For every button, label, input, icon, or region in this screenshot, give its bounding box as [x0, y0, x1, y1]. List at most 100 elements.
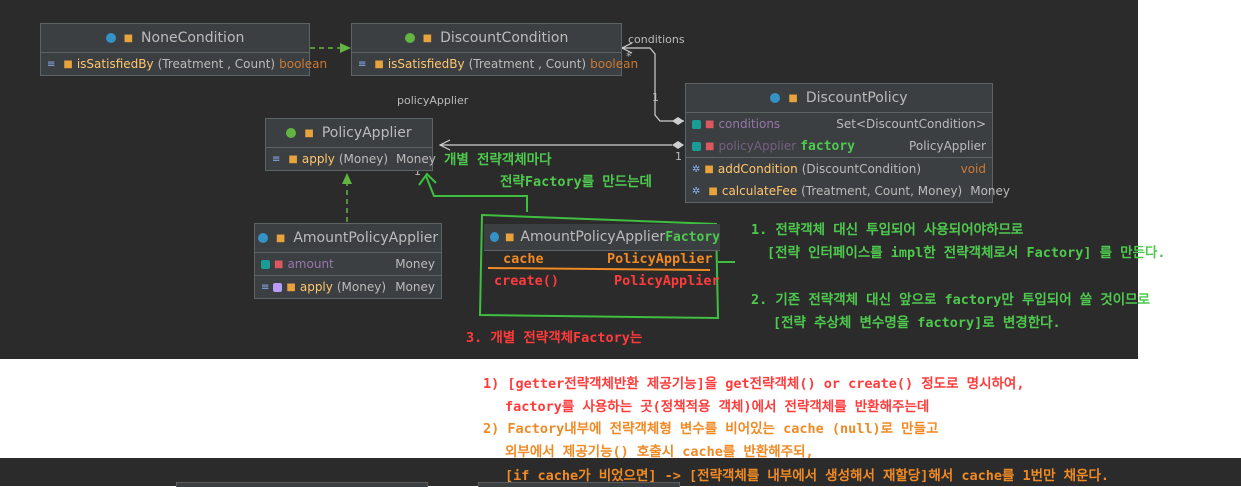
method-name: apply — [299, 280, 333, 294]
class-title: AmountPolicyApplier — [520, 229, 666, 245]
note-green-1: 개별 전략객체마다 — [444, 152, 552, 168]
multiplicity-star: * — [626, 50, 632, 63]
unlock-icon: ■ — [286, 281, 296, 293]
lock-icon: ■ — [504, 231, 515, 243]
note-green-4: [전략 인터페이스를 impl한 전략객체로서 Factory] 를 만든다. — [767, 245, 1166, 261]
method-row[interactable]: ≡ ■ isSatisfiedBy(Treatment , Count) bool… — [41, 53, 327, 75]
factory-suffix: Factory — [665, 229, 720, 245]
private-lock-icon: ■ — [705, 118, 715, 130]
method-row[interactable]: ≡ ■ apply(Money) Money — [255, 275, 441, 298]
method-params: (DiscountCondition) — [801, 162, 922, 176]
abstract-icon: ≡ — [358, 58, 367, 70]
class-icon — [105, 33, 116, 43]
note-orange-2: 외부에서 제공기능() 호출시 cache를 반환해주되, — [505, 444, 814, 460]
factory-method-type: PolicyApplier — [614, 273, 720, 289]
class-title: NoneCondition — [141, 30, 245, 46]
field-row[interactable]: ■ amount Money — [255, 253, 441, 275]
method-name: calculateFee — [721, 184, 798, 198]
method-params: (Treatment, Count, Money) — [801, 184, 963, 198]
note-orange-3: [if cache가 비었으면] -> [전략객체를 내부에서 생성해서 재할당… — [505, 468, 1110, 484]
none-condition-class[interactable]: ■ NoneCondition ≡ ■ isSatisfiedBy(Treatmen… — [40, 23, 327, 76]
field-name: policyApplier — [718, 139, 797, 153]
field-row[interactable]: ■ conditions Set<DiscountCondition> — [686, 113, 992, 135]
method-params: (Treatment , Count) — [157, 57, 276, 71]
amount-policy-applier-class[interactable]: ■ AmountPolicyApplier ■ amount Money ≡ ■ a… — [254, 223, 442, 299]
lock-icon: ■ — [422, 32, 433, 44]
class-title: DiscountPolicy — [805, 90, 908, 106]
method-type: boolean — [279, 57, 328, 71]
conditions-edge-label: conditions — [628, 33, 685, 46]
factory-field-type: PolicyApplier — [607, 251, 713, 267]
class-title: PolicyApplier — [321, 125, 412, 141]
method-name: isSatisfiedBy — [387, 57, 465, 71]
field-name: amount — [287, 257, 334, 271]
lock-icon: ■ — [123, 32, 134, 44]
note-red-2: factory를 사용하는 곳(정책적용 객체)에서 전략객체를 반환해주는데 — [505, 399, 930, 415]
field-type: Set<DiscountCondition> — [836, 117, 986, 131]
discount-policy-class[interactable]: ■ DiscountPolicy ■ conditions Set<Discoun… — [685, 83, 1010, 203]
method-params: (Treatment , Count) — [468, 57, 587, 71]
handwritten-factory: factory — [800, 138, 856, 154]
field-icon — [692, 119, 701, 129]
unlock-icon: ■ — [63, 58, 73, 70]
note-green-3: 1. 전략객체 대신 투입되어 사용되어야하므로 — [751, 222, 1024, 238]
factory-method-name: create() — [494, 273, 560, 289]
unlock-icon: ■ — [708, 185, 718, 197]
method-icon — [273, 282, 283, 292]
abstract-icon: ≡ — [272, 153, 281, 165]
field-type: Money — [395, 257, 435, 271]
class-icon — [257, 233, 268, 243]
method-type: Money — [396, 152, 436, 166]
unlock-icon: ■ — [374, 58, 384, 70]
method-type: void — [960, 162, 986, 176]
field-name: conditions — [718, 117, 781, 131]
implements-icon: ≡ — [261, 281, 270, 293]
note-orange-1: 2) Factory내부에 전략객체형 변수를 비어있는 cache (null… — [483, 421, 939, 437]
method-row[interactable]: ✲■ addCondition(DiscountCondition) void — [686, 157, 992, 180]
method-row[interactable]: ✲ ■ calculateFee(Treatment, Count, Money)… — [686, 180, 1010, 202]
lock-icon: ■ — [275, 232, 286, 244]
field-type: PolicyApplier — [909, 139, 986, 153]
lock-icon: ■ — [788, 92, 798, 104]
note-red-title: 3. 개별 전략객체Factory는 — [466, 330, 643, 346]
note-red-1: 1) [getter전략객체반환 제공기능]을 get전략객체() or cre… — [483, 376, 1025, 392]
method-name: addCondition — [717, 162, 798, 176]
lock-icon: ■ — [304, 127, 314, 139]
method-params: (Money) — [336, 280, 387, 294]
field-icon — [692, 141, 701, 151]
constructor-icon: ✲ — [692, 185, 701, 197]
unlock-icon: ■ — [288, 153, 298, 165]
method-type: Money — [395, 280, 435, 294]
cropped-class-box — [176, 482, 428, 487]
multiplicity-one: 1 — [414, 165, 421, 178]
private-lock-icon: ■ — [705, 140, 715, 152]
constructor-icon: ✲ — [692, 163, 701, 175]
lower-canvas-strip — [0, 458, 1241, 486]
class-title: AmountPolicyApplier — [293, 230, 439, 246]
implements-icon: ≡ — [47, 58, 56, 70]
note-green-5: 2. 기존 전략객체 대신 앞으로 factory만 투입되어 쓸 것이므로 — [751, 292, 1150, 308]
method-name: apply — [301, 152, 335, 166]
method-row[interactable]: ≡ ■ isSatisfiedBy(Treatment , Count) bool… — [352, 53, 638, 75]
method-row[interactable]: ≡ ■ apply(Money) Money — [266, 148, 436, 170]
factory-field-name: cache — [503, 251, 544, 267]
cropped-class-box — [478, 482, 680, 487]
interface-icon — [286, 128, 297, 138]
method-name: isSatisfiedBy — [76, 57, 154, 71]
note-green-6: [전략 추상체 변수명을 factory]로 변경한다. — [773, 315, 1061, 331]
unlock-icon: ■ — [704, 163, 714, 175]
discount-condition-interface[interactable]: ■ DiscountCondition ≡ ■ isSatisfiedBy(Trea… — [351, 23, 638, 76]
multiplicity-one: 1 — [652, 91, 659, 104]
method-type: boolean — [590, 57, 639, 71]
class-title: DiscountCondition — [440, 30, 569, 46]
method-type: Money — [970, 184, 1011, 198]
interface-icon — [404, 33, 415, 43]
multiplicity-one: 1 — [675, 150, 682, 163]
note-green-2: 전략Factory를 만드는데 — [500, 174, 652, 190]
policy-applier-interface[interactable]: ■ PolicyApplier ≡ ■ apply(Money) Money — [265, 118, 436, 171]
private-lock-icon: ■ — [274, 258, 284, 270]
method-params: (Money) — [338, 152, 389, 166]
policy-applier-edge-label: policyApplier — [397, 94, 469, 107]
